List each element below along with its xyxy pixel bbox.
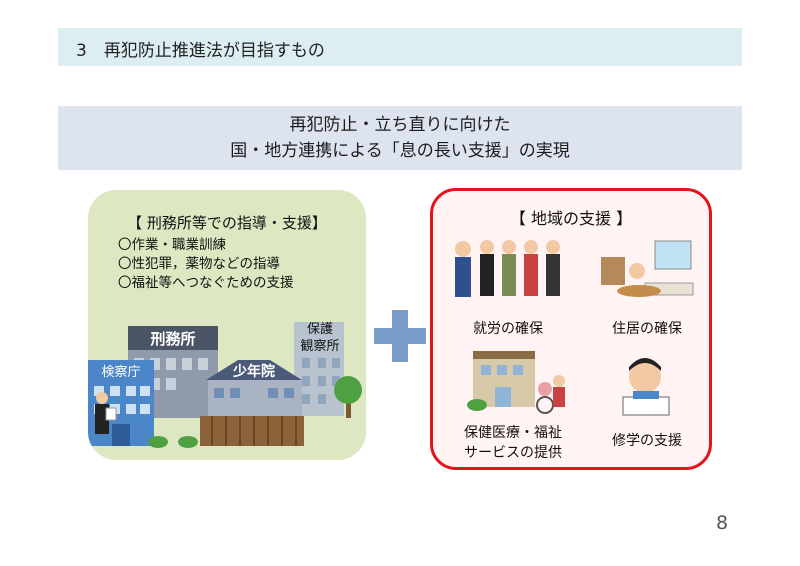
list-item: 〇福祉等へつなぐための支援	[118, 275, 294, 291]
prosecutor-person-icon	[95, 392, 117, 434]
page-number: 8	[716, 512, 729, 534]
prison-support-title: 【 刑務所等での指導・支援】	[127, 214, 327, 232]
juvenile-school-building	[206, 360, 302, 420]
prison-label: 刑務所	[150, 330, 195, 348]
room-icon	[601, 240, 694, 297]
community-support-panel: 【 地域の支援 】 就労の確保 住居の確保	[430, 188, 712, 470]
welfare-label-1: 保健医療・福祉	[464, 424, 562, 441]
subtitle-line-2: 国・地方連携による「息の長い支援」の実現	[230, 141, 570, 161]
subtitle-line-1: 再犯防止・立ち直りに向けた	[289, 115, 511, 135]
tree-icon	[334, 376, 362, 418]
fence	[200, 416, 304, 446]
employment-label: 就労の確保	[473, 321, 543, 337]
subtitle-banner: 再犯防止・立ち直りに向けた 国・地方連携による「息の長い支援」の実現	[58, 106, 742, 170]
plus-icon	[374, 310, 426, 362]
prison-support-panel: 【 刑務所等での指導・支援】 〇作業・職業訓練 〇性犯罪，薬物などの指導 〇福祉…	[88, 190, 366, 460]
welfare-label-2: サービスの提供	[464, 445, 562, 461]
list-item: 〇作業・職業訓練	[118, 237, 226, 253]
studying-student-icon	[622, 358, 670, 416]
community-support-title: 【 地域の支援 】	[509, 209, 633, 228]
shrub-icon	[148, 436, 168, 448]
juvenile-school-label: 少年院	[232, 363, 275, 380]
probation-label-2: 観察所	[300, 339, 339, 354]
community-support-illustrations: 就労の確保 住居の確保 保	[455, 240, 694, 461]
welfare-facility-icon	[467, 351, 535, 411]
workers-icon	[455, 240, 560, 297]
prison-support-list: 〇作業・職業訓練 〇性犯罪，薬物などの指導 〇福祉等へつなぐための支援	[118, 236, 294, 293]
probation-office-building	[294, 322, 344, 416]
shrub-icon	[178, 436, 198, 448]
list-item: 〇性犯罪，薬物などの指導	[118, 256, 280, 272]
wheelchair-icon	[536, 375, 565, 414]
page-title: 3 再犯防止推進法が目指すもの	[76, 41, 325, 61]
education-label: 修学の支援	[612, 433, 682, 449]
housing-label: 住居の確保	[612, 321, 682, 337]
facilities-illustration: 保護 観察所 刑務所 少年院	[88, 321, 362, 448]
probation-label-1: 保護	[307, 321, 333, 337]
header-bar: 3 再犯防止推進法が目指すもの	[58, 28, 742, 66]
prosecutor-label: 検察庁	[101, 365, 140, 380]
